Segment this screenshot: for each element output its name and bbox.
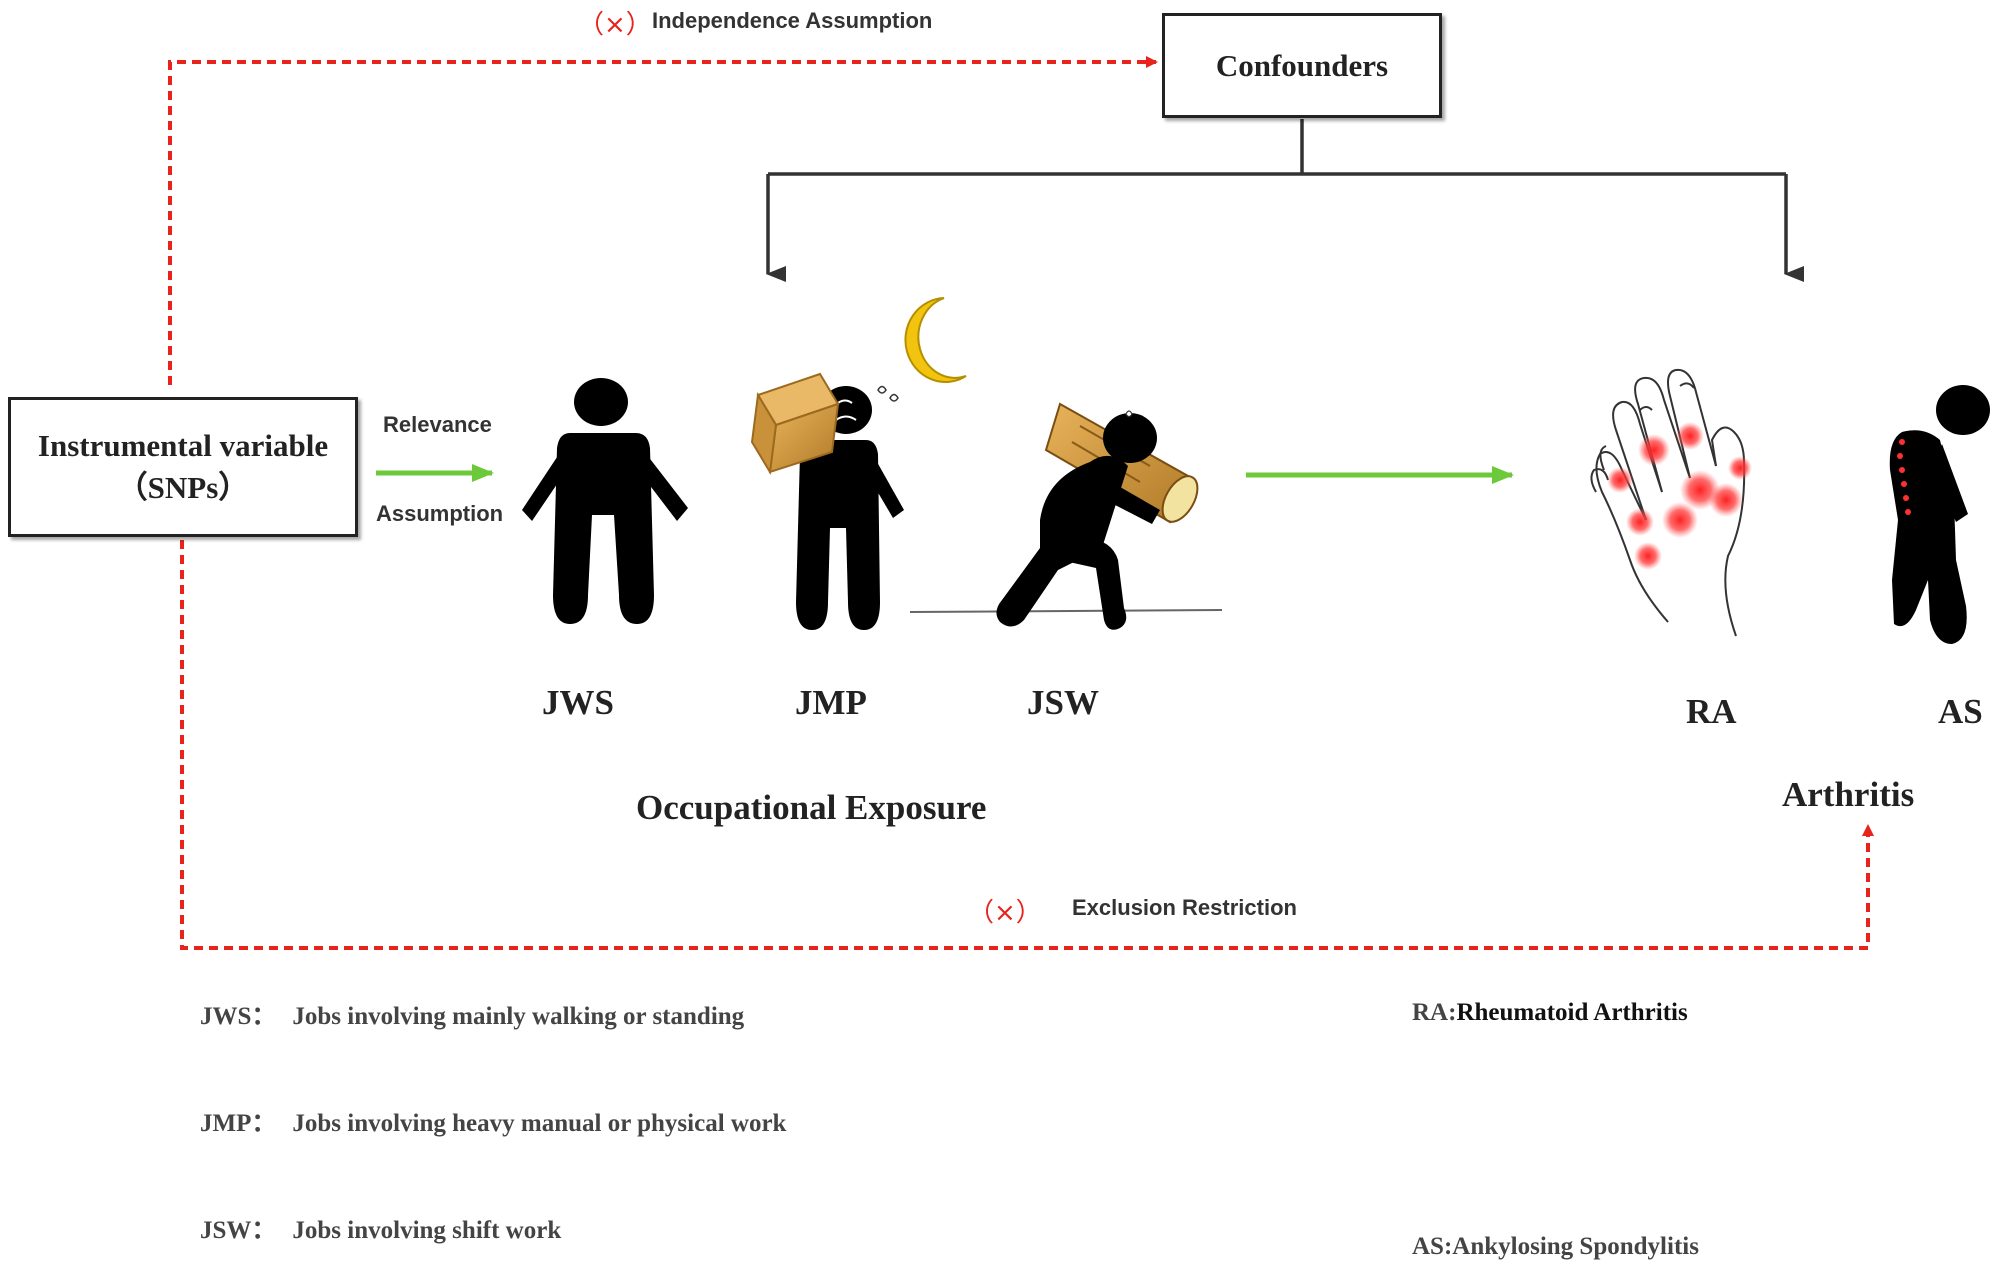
definition-jsw: JSW： Jobs involving shift work (200, 1210, 561, 1246)
confounders-box: Confounders (1162, 13, 1442, 118)
exclusion-restriction-label: Exclusion Restriction (1072, 895, 1297, 920)
instrumental-variable-sublabel: （SNPs） (116, 470, 250, 505)
exposure-label-jsw: JSW (1027, 683, 1099, 722)
definition-abbr: AS: (1412, 1233, 1453, 1260)
confounders-connector (766, 119, 1804, 282)
exclusion-restriction-line (180, 540, 1874, 950)
outcome-label-ra: RA (1686, 692, 1737, 731)
arthritic-hand-icon (1590, 368, 1752, 637)
person-carrying-box-icon (750, 372, 904, 630)
definition-jmp: JMP： Jobs involving heavy manual or phys… (200, 1103, 786, 1139)
hunched-spine-icon (1889, 385, 1990, 644)
exposure-label-jws: JWS (542, 683, 614, 722)
outcome-label-as: AS (1938, 692, 1983, 731)
independence-assumption-label: Independence Assumption (652, 8, 933, 33)
definition-ra: RA:Rheumatoid Arthritis (1412, 999, 1688, 1027)
moon-icon (904, 297, 967, 383)
definition-abbr: JSW： (200, 1217, 277, 1244)
exposure-label-jmp: JMP (795, 683, 867, 722)
definition-text: Jobs involving shift work (292, 1217, 562, 1244)
definition-abbr: RA: (1412, 999, 1457, 1026)
relevance-label-line2: Assumption (376, 501, 504, 526)
definition-abbr: JMP： (200, 1110, 277, 1137)
definition-as: AS:Ankylosing Spondylitis (1412, 1233, 1699, 1261)
definition-jws: JWS： Jobs involving mainly walking or st… (200, 996, 744, 1032)
outcome-group-label: Arthritis (1782, 775, 1915, 814)
instrumental-variable-label: Instrumental variable (37, 428, 329, 463)
exposure-group-label: Occupational Exposure (636, 788, 987, 827)
definition-text: Jobs involving mainly walking or standin… (292, 1003, 745, 1030)
standing-person-icon (522, 378, 688, 624)
definition-text: Ankylosing Spondylitis (1452, 1233, 1699, 1260)
exclusion-cross-mark: （×） (968, 898, 1042, 928)
independence-assumption-line (168, 56, 1158, 385)
instrumental-variable-box: Instrumental variable （SNPs） (8, 397, 358, 537)
relevance-label-line1: Relevance (383, 412, 492, 437)
person-carrying-log-icon (909, 402, 1223, 630)
confounders-label: Confounders (1215, 47, 1389, 83)
definition-abbr: JWS： (200, 1003, 277, 1030)
definition-text: Jobs involving heavy manual or physical … (292, 1110, 787, 1137)
independence-cross-mark: （×） (578, 10, 652, 40)
definition-text: Rheumatoid Arthritis (1456, 999, 1688, 1026)
